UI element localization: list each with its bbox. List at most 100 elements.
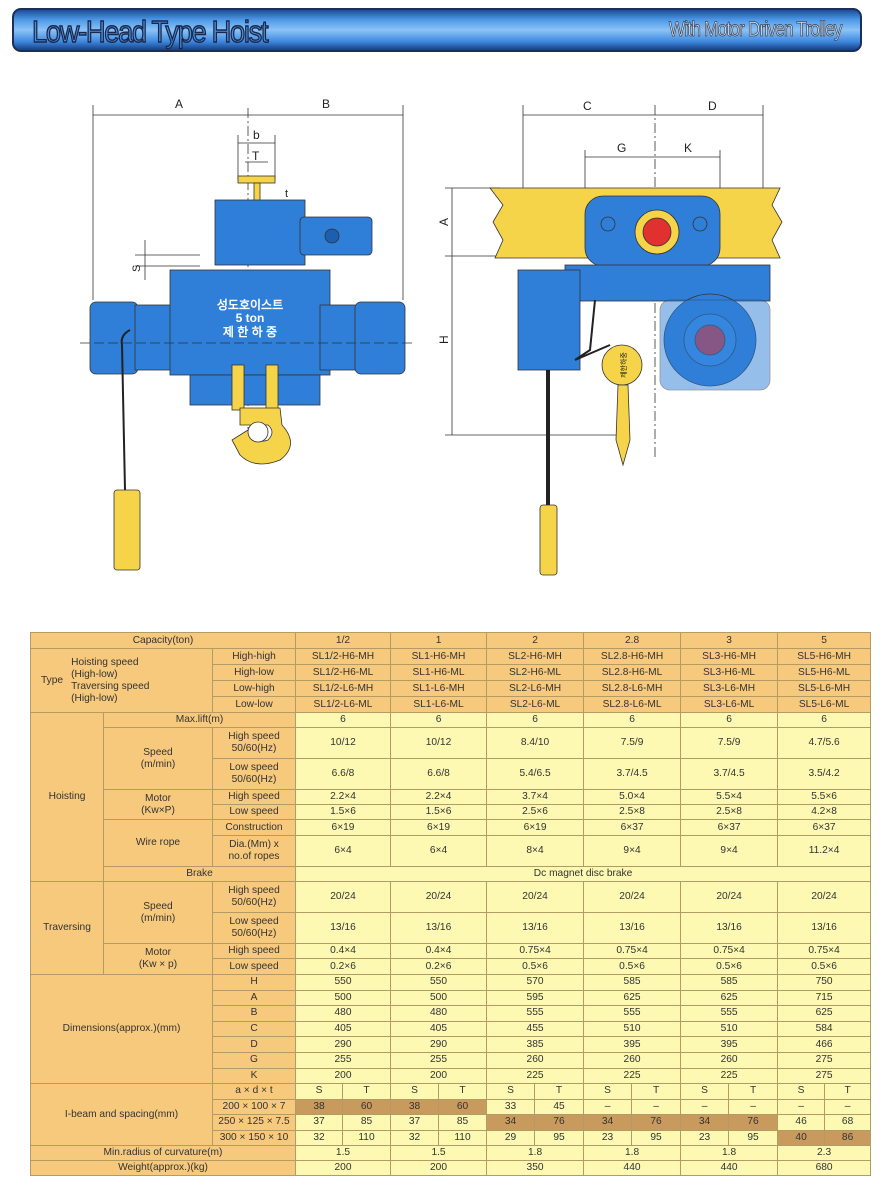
value-cell: 1.5: [390, 1145, 488, 1162]
s-value: 38: [295, 1098, 343, 1116]
t-header: T: [341, 1083, 392, 1100]
value-cell: 680: [777, 1160, 872, 1177]
value-cell: 200: [390, 1160, 488, 1177]
value-cell: 6×37: [680, 819, 779, 836]
model-cell: SL2.8-H6-MH: [583, 648, 682, 665]
t-value: 86: [824, 1129, 872, 1147]
value-cell: 6: [294, 712, 392, 728]
value-cell: 0.2×6: [294, 958, 392, 975]
dim-label-a-side: A: [437, 218, 451, 226]
value-cell: 6×37: [777, 819, 872, 836]
value-cell: 750: [777, 974, 872, 991]
value-cell: 6: [583, 712, 682, 728]
model-cell: SL1-H6-MH: [390, 648, 488, 665]
model-cell: SL2-L6-ML: [486, 696, 585, 713]
value-cell: 225: [680, 1067, 779, 1085]
t-value: –: [631, 1098, 682, 1116]
nameplate-capacity: 5 ton: [236, 311, 265, 325]
hoist-drawings: A B b T t S 성도호이스트 5 ton 제 한 하 중: [80, 97, 783, 576]
dim-label-c: C: [583, 99, 592, 113]
max-lift-label: Max.lift(m): [103, 712, 296, 728]
title-banner: Low-Head Type Hoist With Motor Driven Tr…: [12, 8, 862, 52]
value-cell: 2.5×8: [680, 804, 779, 820]
dim-label-t-upper: T: [252, 149, 260, 163]
s-header: S: [583, 1083, 633, 1100]
s-value: 34: [680, 1114, 730, 1131]
value-cell: 395: [680, 1036, 779, 1053]
value-cell: 8×4: [486, 835, 585, 867]
value-cell: 550: [390, 974, 488, 991]
ibeam-size: 250 × 125 × 7.5: [212, 1114, 296, 1131]
value-cell: 275: [777, 1067, 872, 1085]
type-description: Hoisting speed (High-low) Traversing spe…: [71, 656, 150, 704]
dimension-key: B: [212, 1005, 296, 1022]
model-cell: SL5-H6-ML: [777, 664, 872, 681]
dimension-key: G: [212, 1051, 296, 1069]
front-view-diagram: A B b T t S 성도호이스트 5 ton 제 한 하 중: [80, 97, 415, 571]
ibeam-label: I-beam and spacing(mm): [30, 1083, 213, 1147]
value-cell: 6: [390, 712, 488, 728]
value-cell: 625: [583, 989, 682, 1007]
model-cell: SL5-L6-ML: [777, 696, 872, 713]
type-label: Type: [41, 674, 64, 686]
rope-dia-label: Dia.(Mm) x no.of ropes: [212, 835, 296, 867]
t-header: T: [728, 1083, 779, 1100]
s-value: –: [777, 1098, 826, 1116]
model-cell: SL1/2-L6-ML: [294, 696, 392, 713]
value-cell: 260: [583, 1051, 682, 1069]
hoist-high-speed-label: High speed 50/60(Hz): [212, 727, 296, 759]
value-cell: 405: [294, 1020, 392, 1038]
dimensions-label: Dimensions(approx.)(mm): [30, 973, 213, 1085]
t-value: 60: [438, 1098, 488, 1116]
value-cell: 13/16: [294, 912, 392, 944]
s-header: S: [486, 1083, 536, 1100]
nameplate-caption: 제 한 하 중: [223, 324, 277, 339]
trav-motor-high-label: High speed: [212, 943, 296, 959]
value-cell: 500: [294, 989, 392, 1007]
value-cell: 5.0×4: [583, 789, 682, 805]
type-row-label: High-low: [212, 664, 296, 681]
dim-label-d: D: [708, 99, 717, 113]
capacity-header: 2: [486, 632, 585, 649]
value-cell: 0.75×4: [680, 943, 779, 959]
value-cell: 466: [777, 1036, 872, 1053]
value-cell: 8.4/10: [486, 727, 585, 759]
t-value: 85: [438, 1114, 488, 1131]
value-cell: 20/24: [294, 881, 392, 913]
value-cell: 200: [294, 1160, 392, 1177]
value-cell: 6.6/8: [294, 758, 392, 790]
model-cell: SL1/2-L6-MH: [294, 680, 392, 697]
value-cell: 555: [583, 1005, 682, 1022]
t-value: 76: [534, 1114, 585, 1131]
value-cell: 6: [777, 712, 872, 728]
value-cell: 6.6/8: [390, 758, 488, 790]
model-cell: SL3-H6-MH: [680, 648, 779, 665]
value-cell: 290: [294, 1036, 392, 1053]
s-value: 32: [295, 1129, 343, 1147]
value-cell: 225: [583, 1067, 682, 1085]
s-value: 38: [390, 1098, 440, 1116]
t-value: 85: [341, 1114, 392, 1131]
value-cell: 0.75×4: [583, 943, 682, 959]
value-cell: 1.8: [680, 1145, 779, 1162]
value-cell: 6×4: [390, 835, 488, 867]
value-cell: 3.5/4.2: [777, 758, 872, 790]
value-cell: 584: [777, 1020, 872, 1038]
t-value: 110: [341, 1129, 392, 1147]
page-title: Low-Head Type Hoist: [31, 13, 269, 49]
value-cell: 510: [583, 1020, 682, 1038]
capacity-header: 1: [390, 632, 488, 649]
value-cell: 20/24: [583, 881, 682, 913]
capacity-header: 5: [777, 632, 872, 649]
